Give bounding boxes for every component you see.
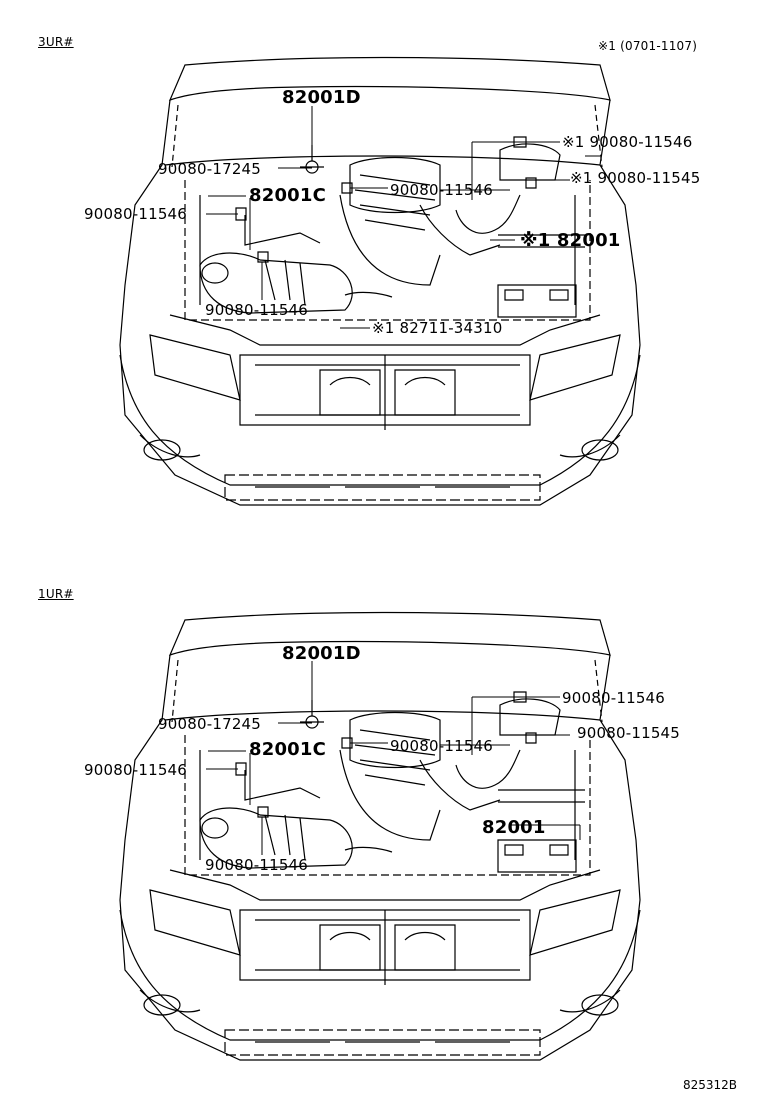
vehicle-front-illustration-bottom [0,610,760,1070]
figure-code: 825312B [683,1078,738,1092]
part-90080-11545-top: ※1 90080-11545 [570,169,701,187]
part-82001C-bottom: 82001C [249,739,327,760]
part-90080-11546-topright-bottom: 90080-11546 [562,689,666,707]
part-82001-top: ※1 82001 [520,230,621,251]
part-90080-11546-topright-top: ※1 90080-11546 [562,133,693,151]
vehicle-front-illustration-top [0,55,760,515]
engine-label-bottom: 1UR# [38,587,74,601]
part-82001C-top: 82001C [249,185,327,206]
part-90080-11546-left-bottom: 90080-11546 [84,761,188,779]
engine-label-top: 3UR# [38,35,74,49]
leader-lines-bottom [0,555,760,975]
part-82711-34310-top: ※1 82711-34310 [372,319,503,337]
date-range-note: ※1 (0701-1107) [598,39,698,53]
part-82001D-bottom: 82001D [282,643,361,664]
part-90080-11546-bottom-top: 90080-11546 [205,301,309,319]
part-82001D-top: 82001D [282,87,361,108]
part-90080-11545-bottom: 90080-11545 [577,724,681,742]
part-82001-bottom: 82001 [482,817,546,838]
part-90080-11546-bottom-bottom: 90080-11546 [205,856,309,874]
part-90080-17245-bottom: 90080-17245 [158,715,262,733]
part-90080-17245-top: 90080-17245 [158,160,262,178]
part-90080-11546-left-top: 90080-11546 [84,205,188,223]
leader-lines-top [0,0,760,560]
part-90080-11546-center-top: 90080-11546 [390,181,494,199]
part-90080-11546-center-bottom: 90080-11546 [390,737,494,755]
